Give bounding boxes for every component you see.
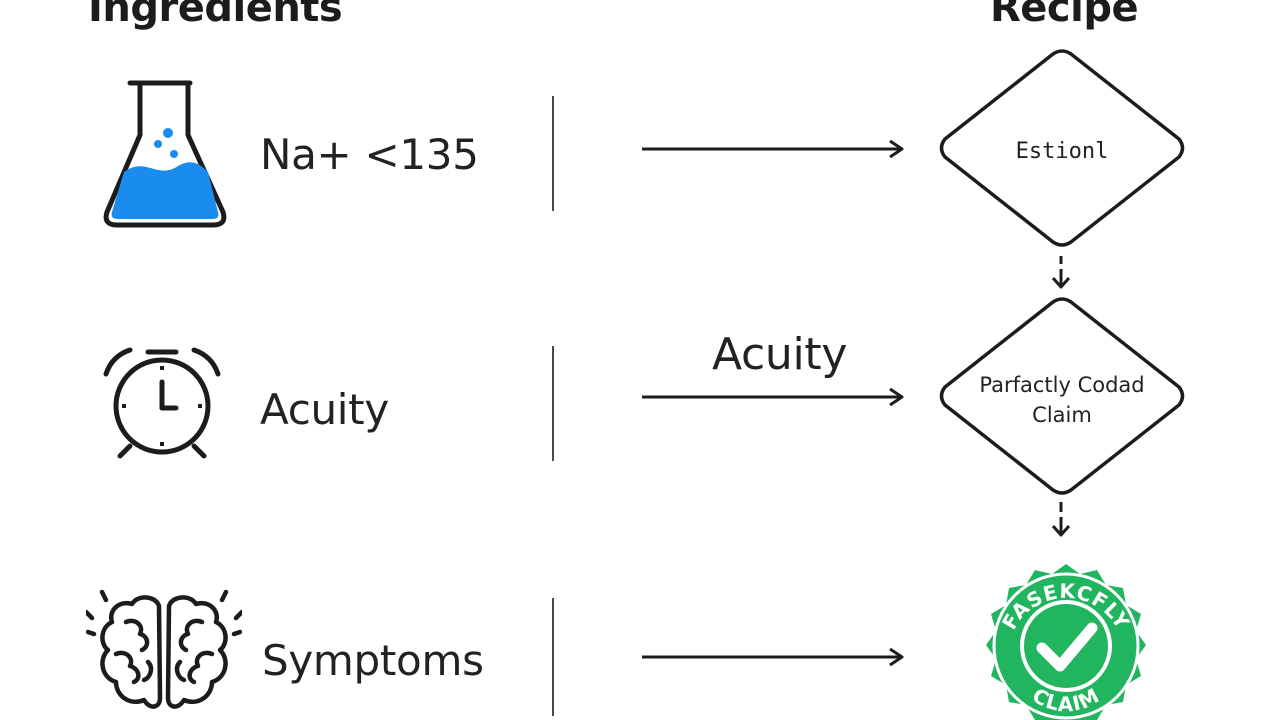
acuity-arrow-label: Acuity [712,329,848,380]
recipe-heading: Recipe [990,0,1139,31]
claim-diamond [939,297,1185,495]
row-label-sodium: Na+ <135 [260,130,479,179]
checkmark-seal-icon: FASEKCFLY CLAIM [986,564,1146,720]
claim-node-text: Parfactly Codad Claim [936,370,1188,430]
row-label-symptoms: Symptoms [262,636,484,685]
claim-node-line-1: Parfactly Codad [979,373,1145,397]
right-arrow-icon [642,139,904,159]
down-arrow-icon [1051,502,1071,537]
row-separator [552,598,554,716]
alarm-clock-icon [103,347,221,459]
right-arrow-icon [642,647,904,667]
claim-node-line-2: Claim [1032,403,1092,427]
row-label-acuity: Acuity [260,385,389,434]
row-separator [552,96,554,211]
flask-icon [103,80,227,228]
decision-node-text: Estionl [1015,139,1109,164]
brain-icon [86,589,242,709]
down-arrow-icon [1051,256,1071,289]
row-separator [552,346,554,461]
right-arrow-icon [642,387,904,407]
ingredients-heading: Ingredients [88,0,343,31]
decision-diamond [939,49,1185,247]
